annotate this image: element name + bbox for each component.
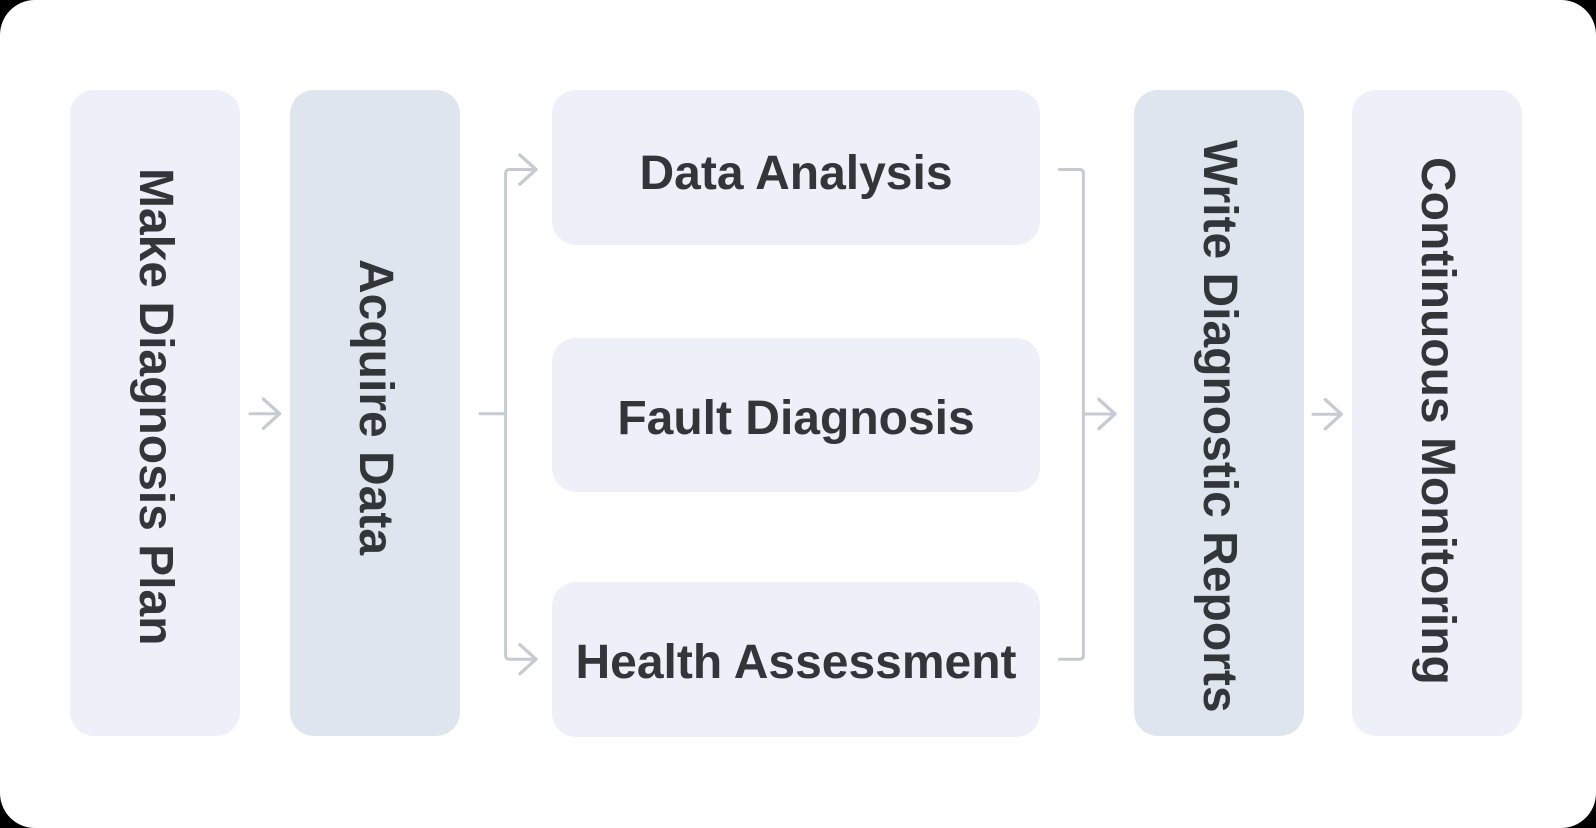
- connector-split-bracket: [478, 153, 538, 676]
- connector-merge-bracket: [1058, 168, 1117, 661]
- arrow-reports-to-monitoring: [1311, 397, 1344, 431]
- node-continuous-monitoring: Continuous Monitoring: [1352, 90, 1522, 736]
- node-label: Make Diagnosis Plan: [129, 168, 182, 646]
- node-acquire-data: Acquire Data: [290, 90, 460, 736]
- node-label: Acquire Data: [349, 258, 402, 556]
- node-make-diagnosis-plan: Make Diagnosis Plan: [70, 90, 240, 736]
- node-label: Data Analysis: [639, 146, 953, 200]
- node-write-diagnostic-reports: Write Diagnostic Reports: [1134, 90, 1304, 736]
- node-health-assessment: Health Assessment: [552, 582, 1040, 737]
- node-label: Continuous Monitoring: [1411, 157, 1464, 685]
- node-label: Write Diagnostic Reports: [1193, 139, 1246, 713]
- arrow-make-plan-to-acquire: [248, 397, 282, 430]
- node-fault-diagnosis: Fault Diagnosis: [552, 338, 1040, 492]
- node-label: Health Assessment: [575, 635, 1017, 689]
- node-data-analysis: Data Analysis: [552, 90, 1040, 245]
- node-label: Fault Diagnosis: [617, 392, 975, 445]
